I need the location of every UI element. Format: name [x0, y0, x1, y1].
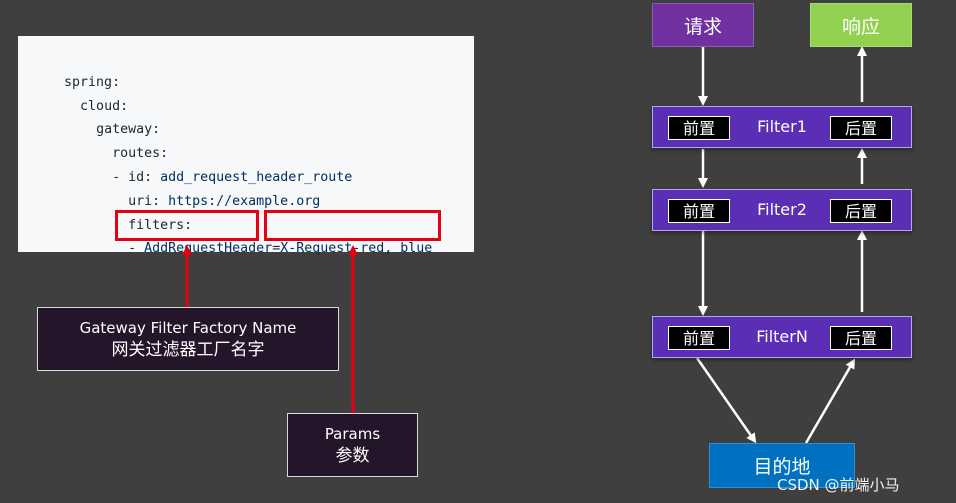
factory-name-highlight	[115, 210, 259, 241]
response-node: 响应	[810, 3, 912, 47]
code-line: uri: https://example.org	[32, 169, 320, 209]
pre-filter-tag: 前置	[668, 326, 730, 350]
filter-box-n: 前置 FilterN 后置	[652, 316, 912, 358]
filter-name: FilterN	[756, 327, 808, 346]
code-line: gateway:	[32, 97, 160, 137]
watermark: CSDN @前端小马	[777, 476, 900, 494]
factory-name-callout: Gateway Filter Factory Name 网关过滤器工厂名字	[37, 307, 339, 371]
equals-sign: =	[272, 241, 281, 256]
callout-english-label: Params	[324, 425, 381, 443]
pre-filter-tag: 前置	[668, 199, 730, 223]
post-filter-tag: 后置	[830, 116, 892, 140]
yaml-code-panel: spring: cloud: gateway: routes: - id: ad…	[18, 36, 474, 256]
factory-name-value: AddRequestHeader	[144, 241, 273, 256]
post-filter-tag: 后置	[830, 199, 892, 223]
flow-arrow-to-target	[695, 357, 757, 444]
callout-chinese-label: 网关过滤器工厂名字	[111, 340, 265, 360]
request-node: 请求	[652, 3, 754, 47]
filter-box-2: 前置 Filter2 后置	[652, 189, 912, 231]
code-key: cloud:	[80, 99, 129, 114]
code-line-filter: - AddRequestHeader=X-Request-red, blue	[32, 216, 432, 256]
flow-arrow-from-target	[804, 358, 856, 444]
code-line: spring:	[32, 50, 120, 90]
callout-chinese-label: 参数	[335, 446, 370, 466]
code-line: - id: add_request_header_route	[32, 145, 352, 185]
route-id-value: add_request_header_route	[160, 170, 353, 185]
filter-box-1: 前置 Filter1 后置	[652, 106, 912, 148]
params-callout: Params 参数	[287, 413, 418, 477]
uri-value: https://example.org	[168, 194, 321, 209]
code-key: spring:	[64, 75, 121, 90]
filter-name: Filter1	[757, 117, 807, 136]
post-filter-tag: 后置	[830, 326, 892, 350]
code-key: - id:	[112, 170, 161, 185]
callout-english-label: Gateway Filter Factory Name	[79, 319, 297, 337]
params-highlight	[264, 210, 441, 241]
code-prefix: -	[64, 241, 145, 256]
target-node: 目的地	[709, 443, 855, 488]
pre-filter-tag: 前置	[668, 116, 730, 140]
code-line: routes:	[32, 121, 168, 161]
code-line: cloud:	[32, 74, 128, 114]
code-line: filters:	[32, 193, 192, 233]
code-key: filters:	[128, 218, 193, 233]
params-value: X-Request-red, blue	[280, 241, 433, 256]
filter-name: Filter2	[757, 200, 807, 219]
code-key: routes:	[112, 146, 169, 161]
code-key: uri:	[128, 194, 169, 209]
code-key: gateway:	[96, 122, 161, 137]
